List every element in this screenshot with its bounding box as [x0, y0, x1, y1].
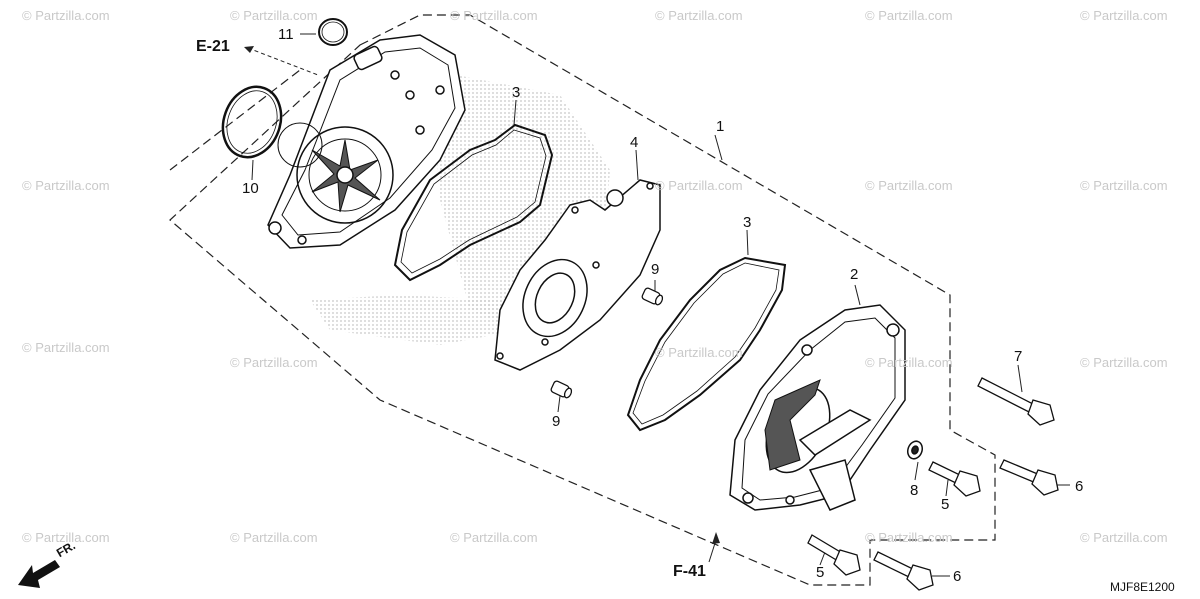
part-label-3-upper: 3 [512, 84, 521, 101]
water-pump-body [267, 34, 466, 249]
watermark: © Partzilla.com [1080, 178, 1168, 193]
part-label-8: 8 [910, 482, 919, 499]
gasket-3-upper [393, 123, 554, 282]
bolt-5-lower [807, 534, 861, 576]
watermark: © Partzilla.com [865, 8, 953, 23]
watermark: © Partzilla.com [865, 355, 953, 370]
bolt-7 [977, 377, 1055, 426]
assembly-boundary-dashed [169, 14, 996, 586]
part-label-6-lower: 6 [953, 568, 962, 585]
pump-cover-2 [729, 304, 906, 511]
o-ring-10 [221, 85, 283, 159]
part-label-11: 11 [278, 26, 294, 43]
part-label-10: 10 [242, 180, 259, 197]
bolt-6-upper [999, 459, 1059, 496]
o-ring-11 [318, 18, 348, 46]
watermark: © Partzilla.com [450, 8, 538, 23]
watermark: © Partzilla.com [22, 8, 110, 23]
e21-reference-arrow [247, 47, 319, 76]
watermark: © Partzilla.com [22, 340, 110, 355]
reference-e21: E-21 [196, 38, 230, 55]
watermark: © Partzilla.com [865, 178, 953, 193]
watermark: © Partzilla.com [1080, 530, 1168, 545]
bolt-5-right [928, 461, 981, 497]
part-label-5-right: 5 [941, 496, 950, 513]
dowel-pin-9-lower [550, 380, 573, 399]
part-label-7: 7 [1014, 348, 1023, 365]
dowel-pin-9-upper [641, 287, 664, 306]
bolt-6-lower [873, 551, 934, 591]
part-label-6-right: 6 [1075, 478, 1084, 495]
part-label-9-lower: 9 [552, 413, 561, 430]
reference-f41: F-41 [673, 563, 706, 580]
watermark: © Partzilla.com [230, 355, 318, 370]
watermark: © Partzilla.com [230, 530, 318, 545]
watermark: © Partzilla.com [865, 530, 953, 545]
watermark: © Partzilla.com [450, 530, 538, 545]
leader-lines [251, 33, 1070, 577]
watermark: © Partzilla.com [1080, 8, 1168, 23]
watermark: © Partzilla.com [22, 530, 110, 545]
gasket-3-lower [626, 256, 787, 432]
separator-plate-4 [494, 179, 661, 371]
part-label-1: 1 [716, 118, 725, 135]
part-label-9-upper: 9 [651, 261, 660, 278]
part-label-2: 2 [850, 266, 859, 283]
part-label-3-lower: 3 [743, 214, 752, 231]
watermark: © Partzilla.com [655, 345, 743, 360]
part-label-5-lower: 5 [816, 564, 825, 581]
watermark: © Partzilla.com [230, 8, 318, 23]
washer-8 [906, 440, 924, 460]
watermark: © Partzilla.com [655, 178, 743, 193]
watermark: © Partzilla.com [1080, 355, 1168, 370]
diagram-code: MJF8E1200 [1110, 580, 1175, 594]
part-label-4: 4 [630, 134, 639, 151]
watermark: © Partzilla.com [22, 178, 110, 193]
watermark: © Partzilla.com [655, 8, 743, 23]
front-direction-arrow [18, 560, 60, 588]
